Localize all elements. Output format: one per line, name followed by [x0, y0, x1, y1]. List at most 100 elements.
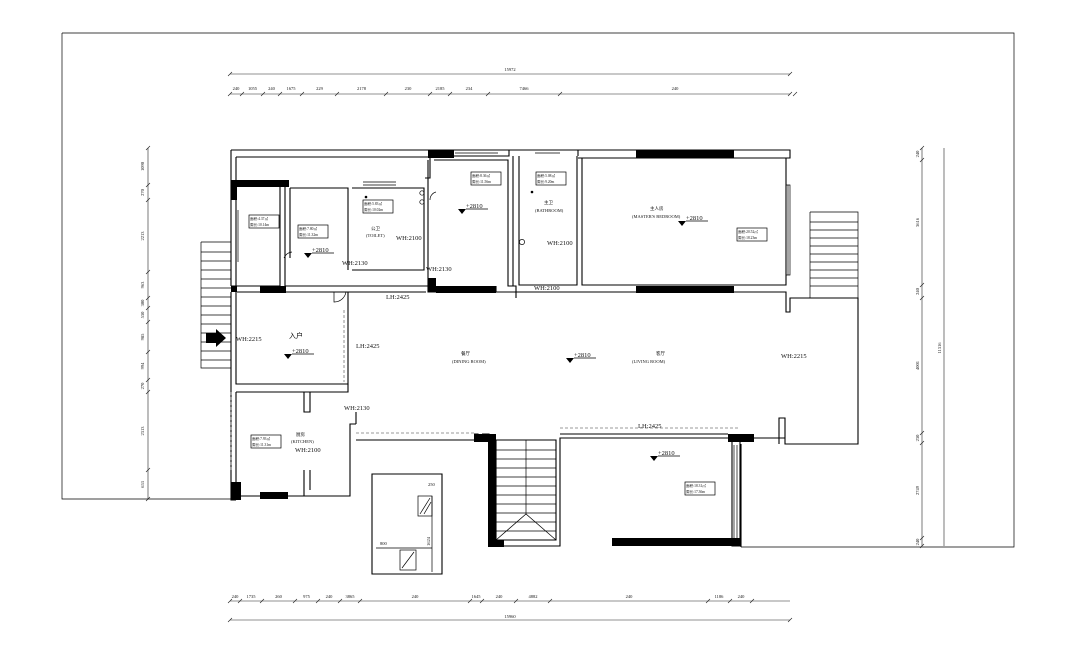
- wh-corridor: WH:2130: [426, 266, 452, 273]
- level-triangle-icon: [458, 209, 466, 214]
- doors: [283, 190, 534, 303]
- top-dimension: 2178: [357, 86, 367, 91]
- left-dimension: 994: [140, 362, 145, 370]
- windows-openings: [230, 152, 791, 538]
- left-dimension: 1090: [140, 161, 145, 171]
- perimeter-tag-label: 周长:9.20m: [537, 179, 554, 184]
- top-dimension: 240: [233, 86, 241, 91]
- area-tag-label: 面积:8.36㎡: [472, 173, 490, 178]
- perimeter-tag-label: 周长:11.31m: [252, 442, 271, 447]
- living-label: 客厅: [656, 350, 665, 357]
- top-dimension: 240: [268, 86, 276, 91]
- area-tag-label: 面积:7.80㎡: [299, 226, 317, 231]
- bottom-dimension: 1645: [472, 594, 482, 599]
- level-triangle-icon: [304, 253, 312, 258]
- stair-dimension-b: 1624: [426, 536, 431, 546]
- right-dimension: 3616: [915, 217, 920, 227]
- area-tag-label: 面积:5.08㎡: [537, 173, 555, 178]
- dining-label: 餐厅: [461, 350, 470, 357]
- left-dimension: 530: [140, 311, 145, 319]
- perimeter-tag-label: 周长:17.36m: [686, 489, 705, 494]
- level-triangle-icon: [566, 358, 574, 363]
- area-tag-label: 面积:5.83㎡: [364, 201, 382, 206]
- wh-master-bath: WH:2100: [547, 240, 573, 247]
- right-dimension: 4001: [915, 361, 920, 370]
- level-label: +2810: [466, 203, 483, 210]
- top-dimension: 7466: [520, 86, 530, 91]
- walls: [230, 149, 859, 575]
- right-dimension: 240: [915, 538, 920, 546]
- left-dimension: 653: [140, 480, 145, 488]
- stair-dimension-a: 800: [380, 541, 388, 546]
- kitchen-label-en: (KITCHEN): [291, 439, 314, 444]
- left-dimension: 300: [140, 299, 145, 307]
- wh-hall: WH:2100: [534, 285, 560, 292]
- bottom-dimension: 240: [626, 594, 634, 599]
- bottom-dimension: 1186: [715, 594, 725, 599]
- left-stairs: [200, 241, 231, 369]
- top-dimension: 1055: [248, 86, 258, 91]
- lh-hall: LH:2425: [386, 294, 409, 301]
- master-bath-label-en: (BATHROOM): [535, 208, 564, 213]
- bottom-dimension: 4882: [529, 594, 538, 599]
- wh-entry: WH:2215: [236, 336, 262, 343]
- bottom-dimension: 975: [303, 594, 311, 599]
- lh-living: LH:2425: [638, 423, 661, 430]
- bottom-dimension: 1735: [247, 594, 257, 599]
- columns: [231, 150, 754, 547]
- room-labels: 主人房 (MASTER'S BEDROOM) 主卫 (BATHROOM) 公卫 …: [289, 199, 681, 444]
- stair-well: 800 1624 250: [376, 482, 436, 572]
- area-tag-label: 面积:18.31㎡: [686, 483, 706, 488]
- master-bath-label: 主卫: [544, 199, 553, 205]
- left-dimension: 985: [140, 333, 145, 341]
- left-dimension: 270: [140, 382, 145, 390]
- entry-arrow-icon: [206, 329, 226, 347]
- area-tag-label: 面积:4.37㎡: [250, 216, 268, 221]
- top-total-dimension: 15972: [504, 67, 515, 72]
- level-triangle-icon: [650, 456, 658, 461]
- right-dimension: 230: [915, 434, 920, 442]
- perimeter-tag-label: 周长:18.23m: [738, 235, 757, 240]
- level-markers: +2810+2810+2810+2810+2810+2810: [284, 203, 708, 461]
- toilet-label-en: (TOILET): [366, 233, 385, 238]
- perimeter-tag-label: 周长:10.02m: [364, 207, 383, 212]
- wh-kitchen: WH:2100: [295, 447, 321, 454]
- level-triangle-icon: [284, 354, 292, 359]
- toilet-label: 公卫: [371, 226, 380, 231]
- dining-label-en: (DINING ROOM): [452, 359, 486, 364]
- living-label-en: (LIVING ROOM): [632, 359, 666, 364]
- bottom-dimension: 240: [738, 594, 746, 599]
- top-dimension: 229: [316, 86, 324, 91]
- top-dimension: 240: [672, 86, 680, 91]
- perimeter-tag-label: 周长:11.32m: [299, 232, 318, 237]
- kitchen-label: 厨房: [296, 431, 305, 438]
- perimeter-tag-label: 周长:10.14m: [250, 222, 269, 227]
- right-dimension: 240: [915, 287, 920, 295]
- lh-entry: LH:2425: [356, 343, 379, 350]
- entry-label: 入户: [289, 331, 303, 340]
- stair-dimension-c: 250: [428, 482, 436, 487]
- perimeter-tag-label: 周长:11.56m: [472, 179, 491, 184]
- area-tag-label: 面积:20.52㎡: [738, 229, 758, 234]
- top-dimension: 1675: [287, 86, 297, 91]
- bottom-dimension: 260: [275, 594, 283, 599]
- top-dimension: 234: [466, 86, 474, 91]
- right-stairs: [809, 211, 859, 298]
- level-label: +2810: [686, 215, 703, 222]
- bottom-dimension: 3865: [346, 594, 356, 599]
- master-bedroom-label: 主人房: [650, 205, 664, 212]
- wh-kitchen-door: WH:2130: [344, 405, 370, 412]
- lower-stairs: [495, 440, 557, 541]
- wh-living: WH:2215: [781, 353, 807, 360]
- bottom-dimension: 240: [412, 594, 420, 599]
- master-bedroom-label-en: (MASTER'S BEDROOM): [632, 214, 681, 219]
- right-total-dimension: 11316: [937, 342, 942, 354]
- level-label: +2810: [658, 450, 675, 457]
- area-tag-label: 面积:7.93㎡: [252, 436, 270, 441]
- top-dimension: 230: [405, 86, 413, 91]
